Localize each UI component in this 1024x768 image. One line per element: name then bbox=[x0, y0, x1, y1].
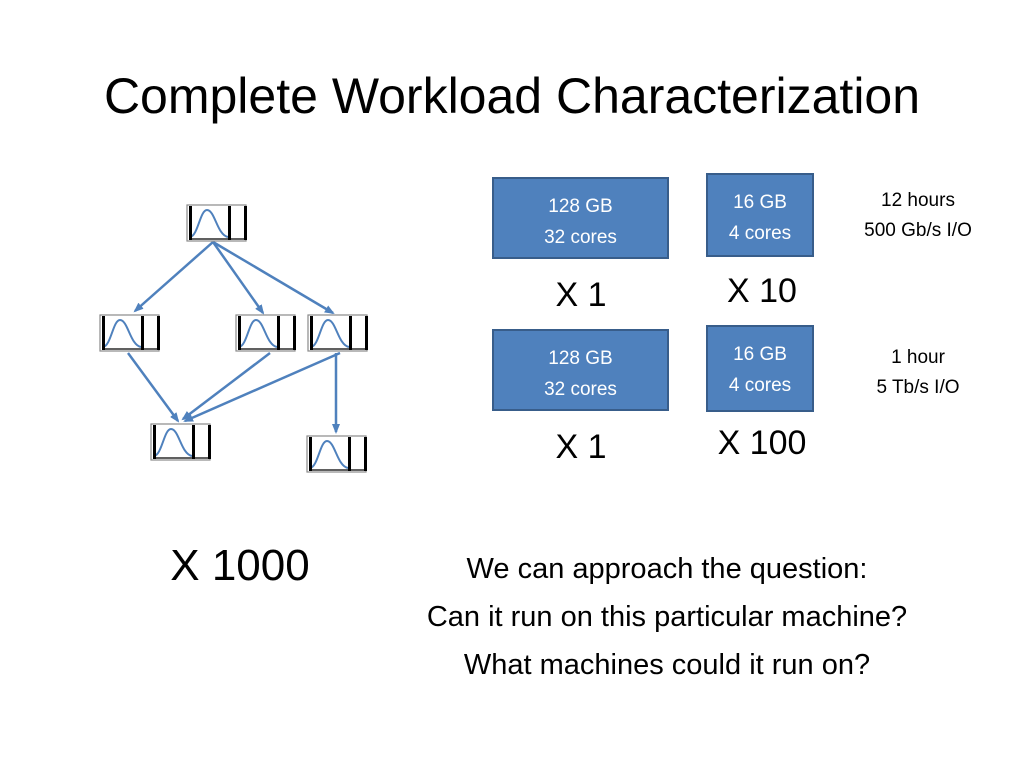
distribution-curve-icon bbox=[238, 318, 278, 348]
dag-nodes bbox=[99, 204, 368, 473]
workload-note-2: 1 hour 5 Tb/s I/O bbox=[838, 343, 998, 403]
machine-multiplier-3: X 1 bbox=[555, 428, 607, 466]
machine-multiplier-2: X 10 bbox=[727, 272, 797, 310]
task-bar-3 bbox=[208, 425, 211, 459]
note-duration: 12 hours bbox=[881, 190, 955, 211]
machine-multiplier-1: X 1 bbox=[555, 276, 607, 314]
task-node-3 bbox=[235, 314, 296, 352]
note-io: 500 Gb/s I/O bbox=[864, 220, 972, 241]
machine-cores: 4 cores bbox=[728, 375, 792, 396]
task-node-5 bbox=[150, 423, 211, 461]
machine-memory: 128 GB bbox=[548, 348, 613, 369]
task-bar-1 bbox=[238, 316, 241, 350]
task-bar-3 bbox=[293, 316, 296, 350]
task-bar-3 bbox=[244, 206, 247, 240]
dag-edges bbox=[126, 240, 341, 434]
machine-box-1: 128 GB 32 cores bbox=[492, 177, 669, 259]
workload-note-1: 12 hours 500 Gb/s I/O bbox=[838, 186, 998, 246]
machine-box-2: 16 GB 4 cores bbox=[706, 173, 814, 257]
task-bar-2 bbox=[348, 437, 351, 471]
note-duration: 1 hour bbox=[891, 347, 945, 368]
distribution-curve-icon bbox=[153, 427, 193, 457]
machine-memory: 16 GB bbox=[733, 344, 787, 365]
task-bar-3 bbox=[364, 437, 367, 471]
task-node-2 bbox=[99, 314, 160, 352]
machine-multiplier-4: X 100 bbox=[717, 424, 807, 462]
machine-box-4: 16 GB 4 cores bbox=[706, 325, 814, 412]
note-io: 5 Tb/s I/O bbox=[876, 377, 960, 398]
dag-edge-3 bbox=[212, 240, 335, 315]
distribution-curve-icon bbox=[189, 208, 229, 238]
task-node-6 bbox=[306, 435, 367, 473]
slide-title: Complete Workload Characterization bbox=[103, 68, 921, 124]
question-text: We can approach the question: Can it run… bbox=[350, 545, 984, 689]
task-node-4 bbox=[307, 314, 368, 352]
dag-edge-2 bbox=[211, 241, 265, 315]
distribution-curve-icon bbox=[309, 439, 349, 469]
task-bar-1 bbox=[189, 206, 192, 240]
machine-memory: 128 GB bbox=[548, 196, 613, 217]
question-line-2: Can it run on this particular machine? bbox=[426, 601, 908, 633]
dag-edge-4 bbox=[126, 352, 180, 423]
machine-cores: 4 cores bbox=[728, 223, 792, 244]
task-node-1 bbox=[186, 204, 247, 242]
dag-edge-5 bbox=[181, 352, 271, 421]
task-bar-3 bbox=[365, 316, 368, 350]
task-bar-2 bbox=[192, 425, 195, 459]
task-bar-1 bbox=[309, 437, 312, 471]
dag-edge-6 bbox=[183, 351, 341, 423]
task-bar-2 bbox=[141, 316, 144, 350]
workflow-multiplier: X 1000 bbox=[170, 541, 310, 590]
question-line-3: What machines could it run on? bbox=[463, 649, 871, 681]
task-bar-2 bbox=[349, 316, 352, 350]
task-bar-2 bbox=[228, 206, 231, 240]
machine-box-3: 128 GB 32 cores bbox=[492, 329, 669, 411]
question-line-1: We can approach the question: bbox=[466, 553, 868, 585]
dag-edge-1 bbox=[133, 241, 214, 313]
distribution-curve-icon bbox=[102, 318, 142, 348]
task-bar-1 bbox=[153, 425, 156, 459]
distribution-curve-icon bbox=[310, 318, 350, 348]
task-bar-3 bbox=[157, 316, 160, 350]
machine-cores: 32 cores bbox=[544, 379, 617, 400]
machine-cores: 32 cores bbox=[544, 227, 617, 248]
machine-memory: 16 GB bbox=[733, 192, 787, 213]
task-bar-1 bbox=[102, 316, 105, 350]
task-bar-1 bbox=[310, 316, 313, 350]
task-bar-2 bbox=[277, 316, 280, 350]
